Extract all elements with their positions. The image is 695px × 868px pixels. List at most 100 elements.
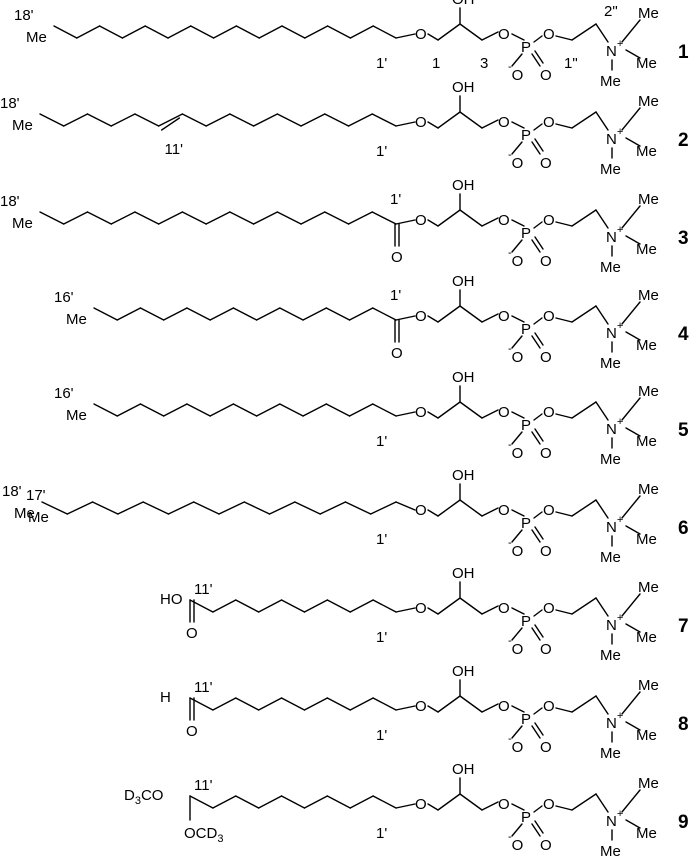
acetal-bottom-main: OCD bbox=[184, 825, 218, 842]
tail-bond bbox=[93, 307, 118, 321]
tail-bond bbox=[349, 795, 374, 809]
tail-bond bbox=[349, 25, 374, 39]
compound-number: 5 bbox=[678, 420, 689, 441]
phosphate-ester-o-label: O bbox=[498, 600, 510, 617]
sn1-oxygen-label: O bbox=[415, 26, 427, 43]
phosphorus-label: P bbox=[521, 39, 531, 56]
tail-bond bbox=[349, 599, 374, 613]
tail-bond bbox=[300, 113, 326, 127]
sn2-hydroxyl-label: OH bbox=[452, 0, 475, 8]
p-o-bond bbox=[533, 123, 543, 131]
n-methyl-top-label: Me bbox=[638, 481, 659, 498]
acetal-top-rest: CO bbox=[141, 787, 164, 804]
glycerol-bond bbox=[427, 219, 439, 227]
choline-ester-o-label: O bbox=[543, 212, 555, 229]
c1-position-label: 1' bbox=[376, 531, 387, 548]
tail-bond bbox=[189, 795, 214, 809]
link-bond bbox=[395, 705, 416, 711]
sn1-oxygen-label: O bbox=[415, 600, 427, 617]
sn1-oxygen-label: O bbox=[415, 114, 427, 131]
tail-bond bbox=[276, 211, 302, 225]
tail-bond bbox=[209, 307, 235, 321]
ammonium-label: N+ bbox=[606, 320, 623, 342]
p-oxo-bond bbox=[534, 138, 544, 152]
n-methyl-bottom-label: Me bbox=[600, 451, 621, 468]
n-methyl-bond bbox=[625, 49, 641, 59]
link-bond bbox=[395, 411, 416, 417]
phosphate-oxo-label: O bbox=[540, 253, 552, 270]
tail-bond bbox=[347, 113, 373, 127]
anion-o: O bbox=[512, 739, 524, 756]
chain-head-position-label: 11' bbox=[194, 679, 213, 696]
terminal-methyl-label: Me bbox=[12, 215, 33, 232]
n-methyl-right-label: Me bbox=[636, 825, 657, 842]
sn2-hydroxyl-label: OH bbox=[452, 369, 475, 386]
p-o-bond bbox=[533, 511, 543, 519]
tail-bond bbox=[303, 795, 329, 809]
glycerol-bond bbox=[427, 607, 439, 615]
terminal-methyl-label: Me bbox=[12, 117, 33, 134]
n-methyl-bond bbox=[625, 721, 641, 731]
terminal-position-label: 18' bbox=[14, 7, 34, 24]
choline-bond bbox=[555, 511, 573, 517]
anion-charge: - bbox=[508, 831, 512, 843]
link-bond bbox=[395, 607, 416, 613]
acetal-bottom-label: OCD3 bbox=[184, 825, 223, 845]
terminal-methyl-label: Me bbox=[66, 407, 87, 424]
tail-bond bbox=[279, 403, 304, 417]
phosphate-bond bbox=[481, 409, 499, 419]
choline-bond bbox=[595, 111, 609, 131]
anion-charge: - bbox=[508, 343, 512, 355]
n-methyl-top-label: Me bbox=[638, 775, 659, 792]
p-o-bond bbox=[511, 239, 523, 253]
nitrogen: N bbox=[606, 229, 617, 246]
ammonium-label: N+ bbox=[606, 38, 623, 60]
choline-ester-o-label: O bbox=[543, 698, 555, 715]
phosphate-bond bbox=[511, 705, 525, 713]
tail-bond bbox=[110, 113, 136, 127]
ammonium-label: N+ bbox=[606, 126, 623, 148]
phosphate-oxo-label: O bbox=[540, 445, 552, 462]
choline-bond bbox=[571, 793, 597, 811]
anion-charge: - bbox=[508, 149, 512, 161]
tail-bond bbox=[218, 501, 245, 515]
n-methyl-bond bbox=[625, 137, 641, 147]
phosphate-bond bbox=[481, 313, 499, 323]
tail-bond bbox=[229, 113, 255, 127]
nitrogen: N bbox=[606, 617, 617, 634]
double-bond bbox=[160, 117, 181, 131]
p-oxo-bond bbox=[531, 529, 541, 543]
glycerol-bond bbox=[437, 793, 461, 811]
tail-bond bbox=[370, 501, 397, 515]
anion-o: O bbox=[512, 155, 524, 172]
tail-bond bbox=[157, 113, 184, 127]
tail-bond bbox=[193, 501, 220, 515]
choline-bond bbox=[571, 499, 597, 517]
terminal-methyl-label: Me bbox=[14, 505, 35, 522]
choline-bond bbox=[555, 609, 573, 615]
n-methyl-bond bbox=[621, 205, 641, 229]
acetal-bottom-sub: 3 bbox=[217, 833, 223, 845]
anion-charge: - bbox=[508, 537, 512, 549]
p-o-bond bbox=[511, 823, 523, 837]
n-methyl-bond bbox=[625, 819, 641, 829]
phosphate-bond bbox=[511, 315, 525, 323]
phosphate-oxo-label: O bbox=[540, 543, 552, 560]
compound-number: 9 bbox=[678, 812, 689, 833]
glycerol-bond bbox=[459, 111, 483, 129]
choline-bond bbox=[555, 805, 573, 811]
n-methyl-bottom-label: Me bbox=[600, 549, 621, 566]
tail-bond bbox=[300, 211, 326, 225]
glycerol-bond bbox=[427, 411, 439, 419]
tail-bond bbox=[142, 501, 170, 515]
n-methyl-right-label: Me bbox=[636, 727, 657, 744]
phosphate-anion-label: -O bbox=[508, 439, 523, 462]
phosphate-bond bbox=[481, 801, 499, 811]
p-oxo-bond bbox=[534, 236, 544, 250]
glycerol-bond bbox=[459, 401, 483, 419]
terminal-position-label: 18' bbox=[2, 483, 22, 500]
choline-bond bbox=[555, 221, 573, 227]
